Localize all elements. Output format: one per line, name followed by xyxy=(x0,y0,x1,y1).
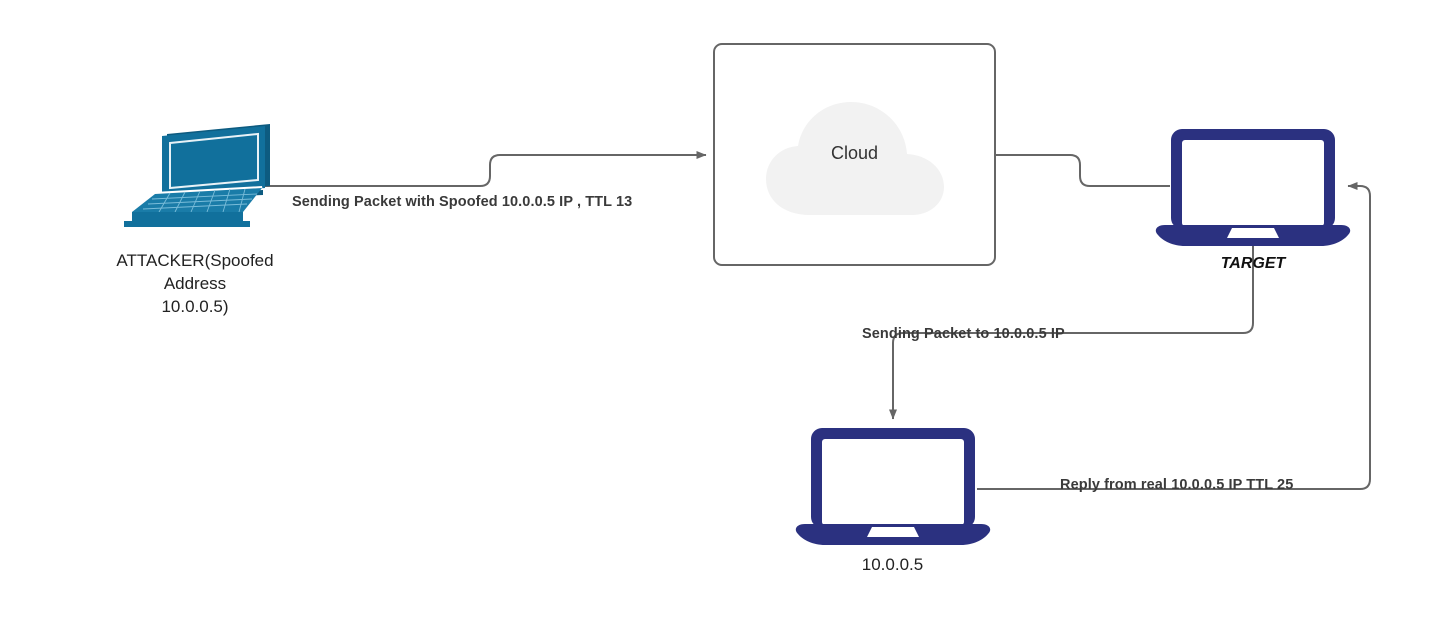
edge-label-target-to-victim: Sending Packet to 10.0.0.5 IP xyxy=(862,326,1065,342)
wire-cloud-to-target xyxy=(996,154,1170,187)
target-label: TARGET xyxy=(1220,255,1286,272)
victim-laptop-icon xyxy=(795,428,991,545)
target-laptop-icon xyxy=(1155,129,1351,246)
attacker-label: ATTACKER(Spoofed Address 10.0.0.5) xyxy=(116,251,274,316)
victim-label: 10.0.0.5 xyxy=(861,555,924,574)
cloud-icon xyxy=(766,102,944,215)
wire-target-to-victim xyxy=(889,246,1254,420)
edge-label-victim-to-target: Reply from real 10.0.0.5 IP TTL 25 xyxy=(1060,477,1294,493)
wire-victim-to-target xyxy=(977,182,1371,490)
edge-label-attacker-to-cloud: Sending Packet with Spoofed 10.0.0.5 IP … xyxy=(292,194,633,210)
laptop-3d-icon xyxy=(124,124,270,227)
cloud-label: Cloud xyxy=(830,143,879,163)
wire-attacker-to-cloud xyxy=(265,151,707,187)
